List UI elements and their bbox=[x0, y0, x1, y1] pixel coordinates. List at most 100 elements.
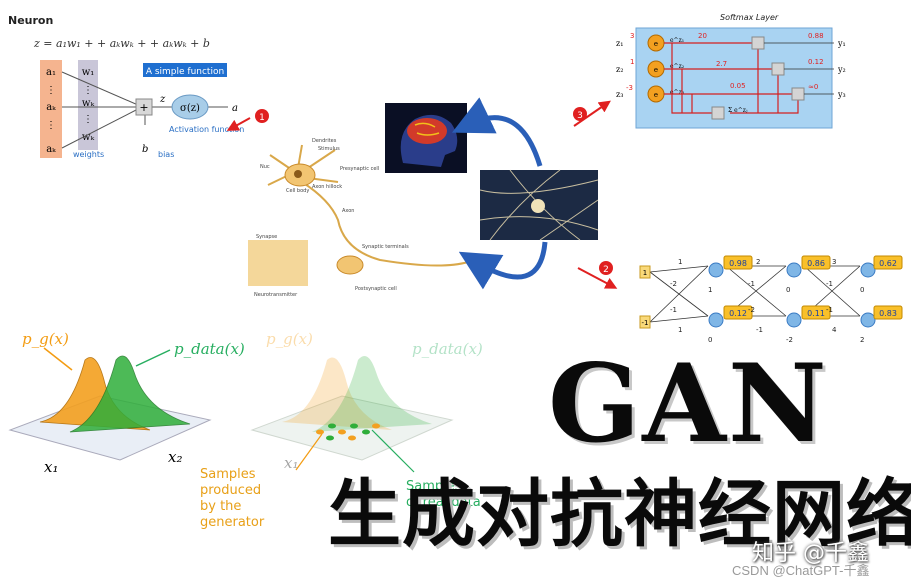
softmax-box bbox=[635, 27, 833, 129]
marker-1-arrow bbox=[226, 117, 251, 131]
output-value-2: 0.12 bbox=[808, 58, 824, 66]
output-value-3: ≈0 bbox=[808, 83, 818, 91]
hidden-node-1-2 bbox=[708, 312, 724, 328]
layer1-output-2: 0.12 bbox=[729, 309, 747, 318]
simple-function-label: A simple function bbox=[146, 67, 224, 77]
marker-3 bbox=[573, 107, 587, 121]
y-label-3: y₃ bbox=[837, 90, 846, 99]
bio-neuron-illustration: Dendrites Stimulus Nuc Presynaptic cell … bbox=[240, 130, 490, 310]
weight-l3-3: -1 bbox=[826, 306, 833, 314]
weight-l2-3: -2 bbox=[748, 306, 755, 314]
bias-label: bias bbox=[158, 150, 174, 159]
network-input-1: 1 bbox=[643, 269, 647, 277]
activation-node bbox=[171, 94, 209, 120]
bias-3: 0 bbox=[786, 286, 790, 294]
neuron-diagram: Neuron z = a₁w₁ + + aₖwₖ + + aₖwₖ + b a₁… bbox=[0, 0, 270, 170]
input-value-2: 1 bbox=[630, 58, 634, 66]
marker-3-label: 3 bbox=[577, 111, 583, 121]
label-neurotransmitter: Neurotransmitter bbox=[254, 292, 298, 298]
layer3-output-2: 0.83 bbox=[879, 309, 897, 318]
z-label: z bbox=[159, 94, 166, 105]
generator-pointer bbox=[295, 433, 323, 471]
input-dots1: ⋮ bbox=[46, 85, 56, 96]
input-a1: a₁ bbox=[46, 67, 56, 78]
layer2-output-2: 0.11 bbox=[807, 309, 825, 318]
pdata-surface bbox=[69, 355, 191, 433]
marker-2-label: 2 bbox=[603, 265, 609, 275]
value-box-2-1 bbox=[801, 255, 831, 270]
weight-l1-3: -1 bbox=[670, 306, 677, 314]
weight-l3-1: 3 bbox=[832, 258, 836, 266]
layer1-output-1: 0.98 bbox=[729, 259, 747, 268]
pg-pointer-left bbox=[43, 347, 73, 371]
hidden-node-2-2 bbox=[786, 312, 802, 328]
output-a-label: a bbox=[232, 103, 238, 114]
feedforward-network: 1 -1 0.98 0.12 0.86 0.11 0.62 0.83 bbox=[636, 252, 906, 344]
exp-label-2: e^z₂ bbox=[670, 63, 685, 70]
synapse-inset bbox=[248, 240, 308, 286]
value-box-1-1 bbox=[723, 255, 753, 270]
div-node-2 bbox=[771, 62, 785, 76]
network-input-2: -1 bbox=[642, 319, 649, 327]
value-box-3-1 bbox=[873, 255, 903, 270]
sample-dots bbox=[316, 423, 380, 441]
csdn-watermark: CSDN @ChatGPT-千鑫 bbox=[732, 563, 870, 578]
label-synapse: Synapse bbox=[256, 234, 277, 240]
brain-folds bbox=[414, 122, 440, 136]
weight-dots2: ⋮ bbox=[83, 114, 93, 125]
input-aK: aₖ bbox=[46, 144, 56, 155]
bias-5: 0 bbox=[860, 286, 864, 294]
network-svg: 1 -1 0.98 0.12 0.86 0.11 0.62 0.83 bbox=[639, 255, 903, 344]
weight-column bbox=[78, 60, 98, 150]
brain-image bbox=[385, 103, 467, 173]
exp-node-2-label: e bbox=[654, 66, 658, 74]
input-ak: aₖ bbox=[46, 102, 56, 113]
exp-node-1-label: e bbox=[654, 40, 658, 48]
exp-value-3: 0.05 bbox=[730, 82, 746, 90]
exp-value-2: 2.7 bbox=[716, 60, 727, 68]
input-value-1: 3 bbox=[630, 32, 634, 40]
real-data-pointer bbox=[371, 429, 415, 473]
activation-label: Activation function bbox=[169, 125, 244, 134]
weight-connections bbox=[61, 71, 228, 149]
label-dendrites: Dendrites bbox=[312, 138, 337, 144]
value-box-1-2 bbox=[723, 305, 753, 320]
gan-title: GAN bbox=[548, 341, 829, 467]
weight-dots1: ⋮ bbox=[83, 85, 93, 96]
weight-wk: wₖ bbox=[82, 98, 95, 109]
label-synaptic-terminals: Synaptic terminals bbox=[362, 244, 409, 250]
weight-l3-4: 4 bbox=[832, 326, 837, 334]
label-postsynaptic: Postsynaptic cell bbox=[355, 286, 397, 292]
neuron-photo bbox=[479, 169, 599, 241]
value-box-2-2 bbox=[801, 305, 831, 320]
input-z3: z₃ bbox=[616, 90, 623, 99]
arrow-to-bio-neuron bbox=[458, 241, 548, 290]
marker-3-arrow bbox=[573, 100, 611, 127]
sum-node bbox=[135, 98, 153, 116]
label-axon: Axon bbox=[342, 208, 354, 214]
marker-1 bbox=[255, 109, 269, 123]
marker-2-arrow bbox=[577, 267, 618, 289]
sum-label: Σ e^zⱼ bbox=[728, 107, 748, 114]
softmax-wires bbox=[664, 42, 799, 114]
input-column bbox=[40, 60, 62, 158]
dendrite-strokes bbox=[267, 144, 469, 267]
x2-label-left: x₂ bbox=[168, 448, 182, 466]
hidden-node-1-1 bbox=[708, 262, 724, 278]
sum-node-softmax bbox=[711, 106, 725, 120]
weight-l2-1: 2 bbox=[756, 258, 760, 266]
label-presynaptic: Presynaptic cell bbox=[340, 166, 379, 172]
y-label-2: y₂ bbox=[837, 65, 846, 74]
b-label: b bbox=[142, 144, 148, 155]
bias-6: 2 bbox=[860, 336, 864, 344]
postsynaptic-cell-body bbox=[336, 255, 364, 275]
input-node-2 bbox=[639, 315, 651, 329]
value-box-3-2 bbox=[873, 305, 903, 320]
hidden-node-2-1 bbox=[786, 262, 802, 278]
weight-wK: wₖ bbox=[82, 132, 95, 143]
pg-label-left: p_g(x) bbox=[22, 330, 69, 348]
